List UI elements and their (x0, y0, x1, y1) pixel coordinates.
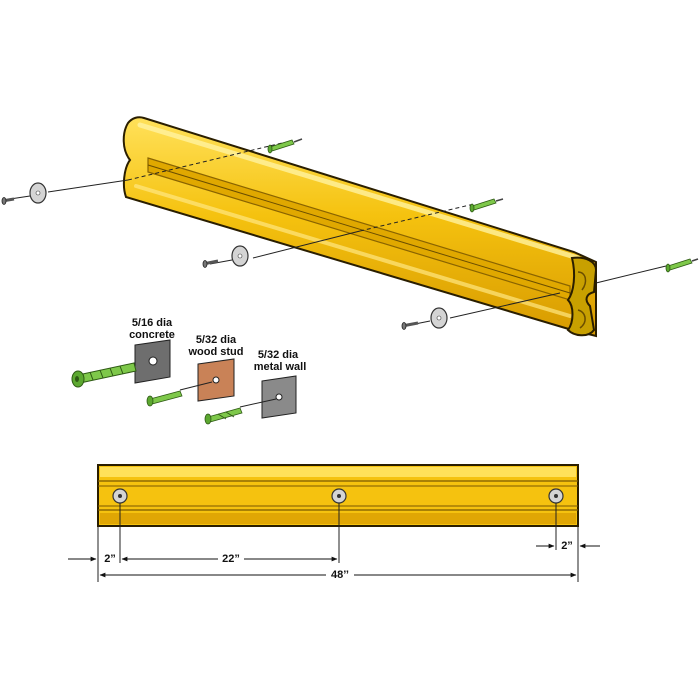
metal-material-label: metal wall (254, 361, 307, 373)
dim-left-end: 2” (104, 553, 116, 565)
dim-right-end: 2” (561, 540, 573, 552)
concrete-option: 5/16 dia concrete (71, 317, 175, 388)
concrete-material-label: concrete (129, 329, 175, 341)
concrete-anchor-icon (71, 362, 137, 388)
rail-end-profile (566, 256, 598, 337)
screw-icon (1, 197, 15, 205)
perspective-rail-group (122, 116, 598, 338)
wood-anchor-icon (146, 390, 183, 407)
screw-icon (401, 321, 419, 330)
rear-anchors (267, 138, 699, 273)
rail-bottom-ridge (134, 184, 572, 318)
rail-top-ridge (137, 122, 581, 261)
metal-anchor-icon (204, 407, 243, 425)
concrete-size-label: 5/16 dia (132, 317, 173, 329)
wood-size-label: 5/32 dia (196, 334, 237, 346)
screw-icon (202, 259, 219, 268)
wood-material-label: wood stud (188, 346, 244, 358)
dimension-lines: 2” 22” 2” 48’’ (68, 540, 600, 582)
anchor-icon (469, 198, 504, 213)
metal-size-label: 5/32 dia (258, 349, 299, 361)
front-screws (1, 182, 448, 330)
mounting-options: 5/16 dia concrete 5/32 dia wood stud (71, 317, 307, 425)
front-elevation (97, 464, 579, 582)
metal-wall-option: 5/32 dia metal wall (204, 349, 307, 425)
dim-overall-length: 48’’ (331, 569, 349, 581)
anchor-icon (267, 138, 303, 154)
dim-hole-spacing: 22” (222, 553, 240, 565)
anchor-icon (665, 258, 699, 273)
wood-stud-option: 5/32 dia wood stud (146, 334, 244, 407)
